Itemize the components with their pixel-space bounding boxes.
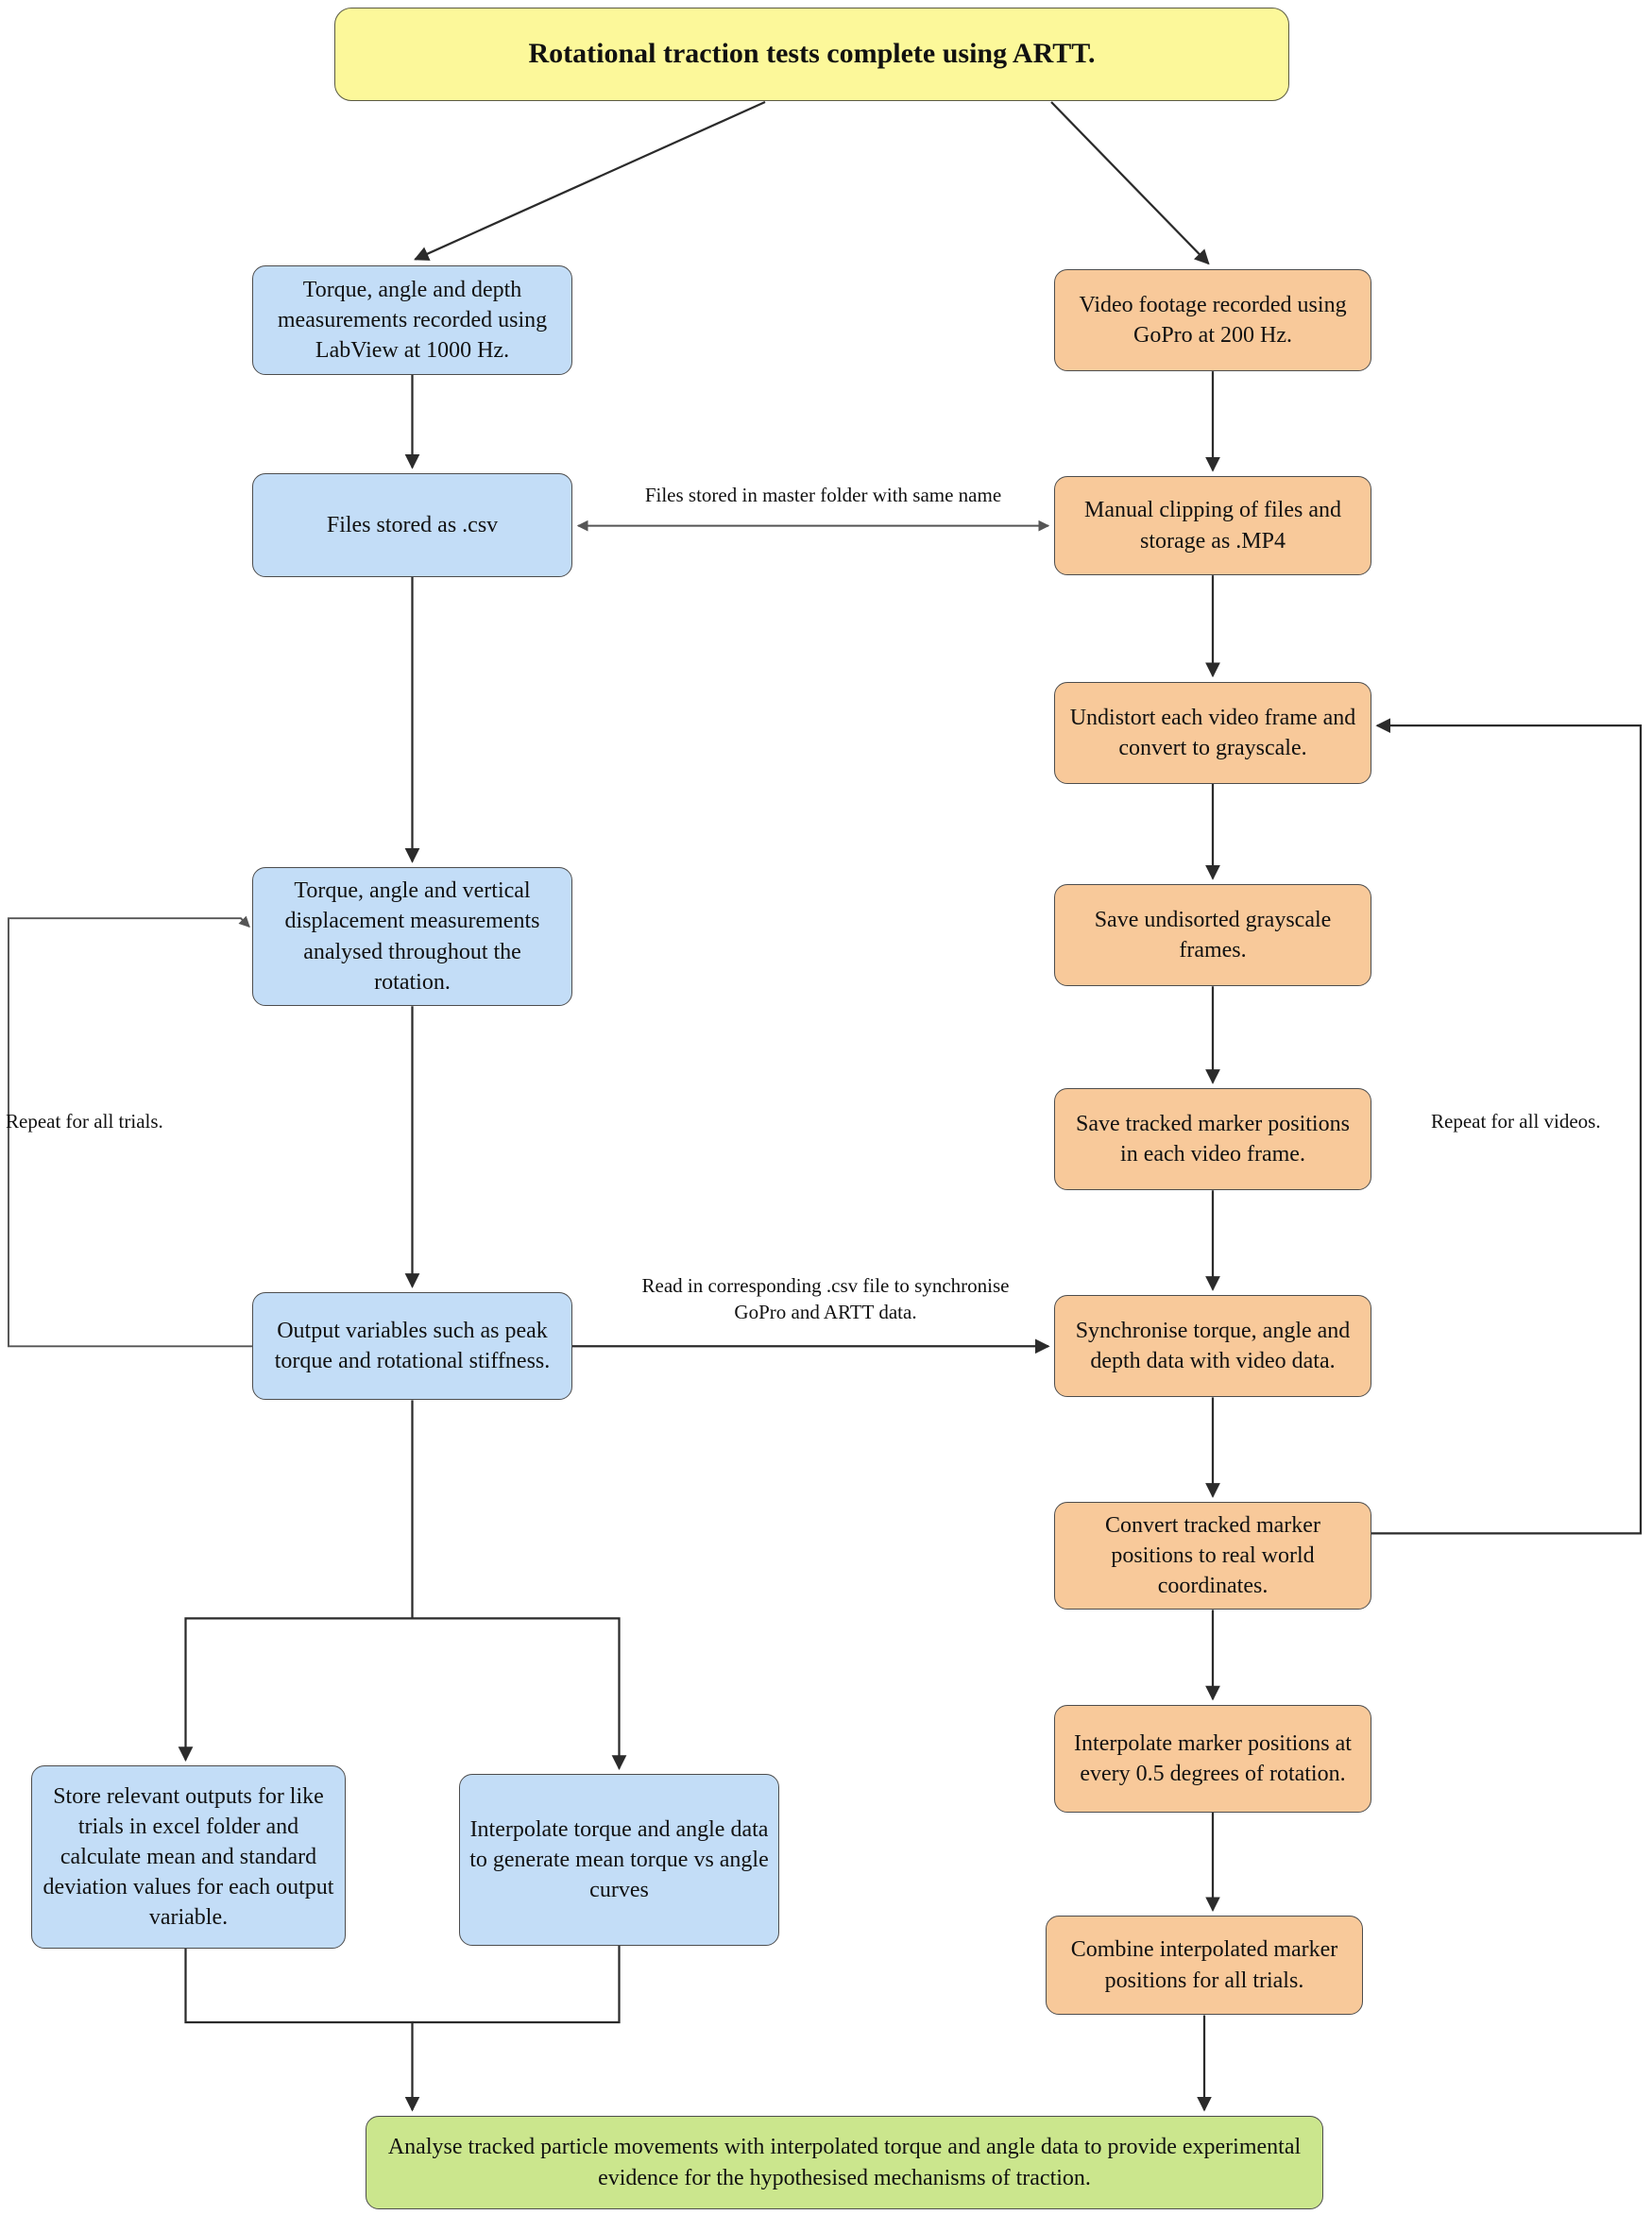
node-gopro-recording[interactable]: Video footage recorded using GoPro at 20… — [1054, 269, 1371, 371]
node-interpolate-torque-angle[interactable]: Interpolate torque and angle data to gen… — [459, 1774, 779, 1946]
node-output-variables[interactable]: Output variables such as peak torque and… — [252, 1292, 572, 1400]
node-interpolate-marker-positions[interactable]: Interpolate marker positions at every 0.… — [1054, 1705, 1371, 1813]
edge-label-master-folder: Files stored in master folder with same … — [644, 484, 1002, 506]
edge-label-repeat-videos: Repeat for all videos. — [1431, 1110, 1601, 1133]
node-end-analysis[interactable]: Analyse tracked particle movements with … — [366, 2116, 1323, 2209]
node-start[interactable]: Rotational traction tests complete using… — [334, 8, 1289, 101]
node-save-tracked-markers[interactable]: Save tracked marker positions in each vi… — [1054, 1088, 1371, 1190]
node-real-world-coordinates[interactable]: Convert tracked marker positions to real… — [1054, 1502, 1371, 1610]
node-undistort-frames[interactable]: Undistort each video frame and convert t… — [1054, 682, 1371, 784]
node-combine-marker-positions[interactable]: Combine interpolated marker positions fo… — [1046, 1916, 1363, 2015]
node-store-outputs[interactable]: Store relevant outputs for like trials i… — [31, 1765, 346, 1949]
edge-label-read-csv: Read in corresponding .csv file to synch… — [641, 1274, 1010, 1324]
node-save-grayscale-frames[interactable]: Save undisorted grayscale frames. — [1054, 884, 1371, 986]
node-synchronise-data[interactable]: Synchronise torque, angle and depth data… — [1054, 1295, 1371, 1397]
node-labview-recording[interactable]: Torque, angle and depth measurements rec… — [252, 265, 572, 375]
node-manual-clipping[interactable]: Manual clipping of files and storage as … — [1054, 476, 1371, 575]
node-analyse-rotation[interactable]: Torque, angle and vertical displacement … — [252, 867, 572, 1006]
node-files-csv[interactable]: Files stored as .csv — [252, 473, 572, 577]
edge-label-repeat-trials: Repeat for all trials. — [6, 1110, 163, 1133]
